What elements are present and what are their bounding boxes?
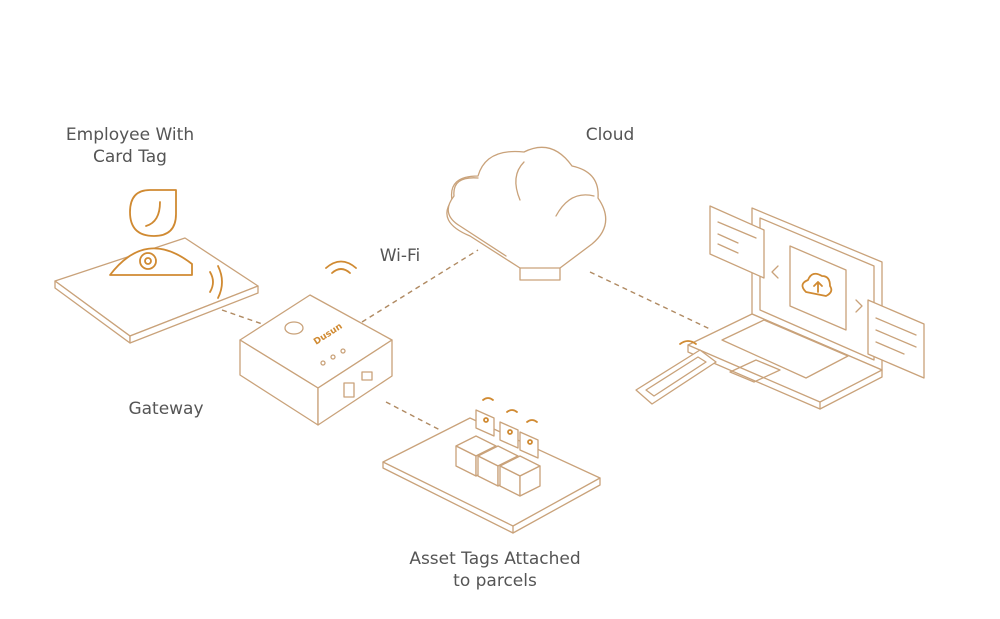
employee-label-line2: Card Tag <box>93 147 167 167</box>
phone-wifi-icon <box>679 340 697 345</box>
connection-cloud-laptop <box>589 271 713 331</box>
employee-card-tag-illustration <box>54 189 259 344</box>
connection-employee-gateway <box>221 309 269 327</box>
wifi-label: Wi-Fi <box>379 246 421 266</box>
cloud-label: Cloud <box>585 125 635 145</box>
laptop-illustration <box>687 205 925 410</box>
asset-tag-icon <box>482 397 494 401</box>
card-signal-icon <box>209 271 214 293</box>
connection-lines <box>221 249 713 431</box>
connection-gateway-cloud <box>361 249 479 323</box>
asset-tags-illustration <box>382 397 601 534</box>
cloud-upload-icon <box>801 272 833 297</box>
assets-label: Asset Tags Attached to parcels <box>380 548 610 592</box>
employee-label-line1: Employee With <box>65 125 195 145</box>
gateway-device-illustration: Dusun <box>239 260 393 426</box>
assets-label-line1: Asset Tags Attached <box>409 549 581 569</box>
employee-label: Employee With Card Tag <box>40 124 220 168</box>
cloud-illustration <box>446 146 607 281</box>
employee-icon <box>129 189 177 237</box>
smartphone-illustration <box>635 340 717 405</box>
assets-label-line2: to parcels <box>453 571 537 591</box>
gateway-label: Gateway <box>128 399 204 419</box>
connection-gateway-assets <box>385 401 441 431</box>
gateway-wifi-icon <box>331 268 351 274</box>
